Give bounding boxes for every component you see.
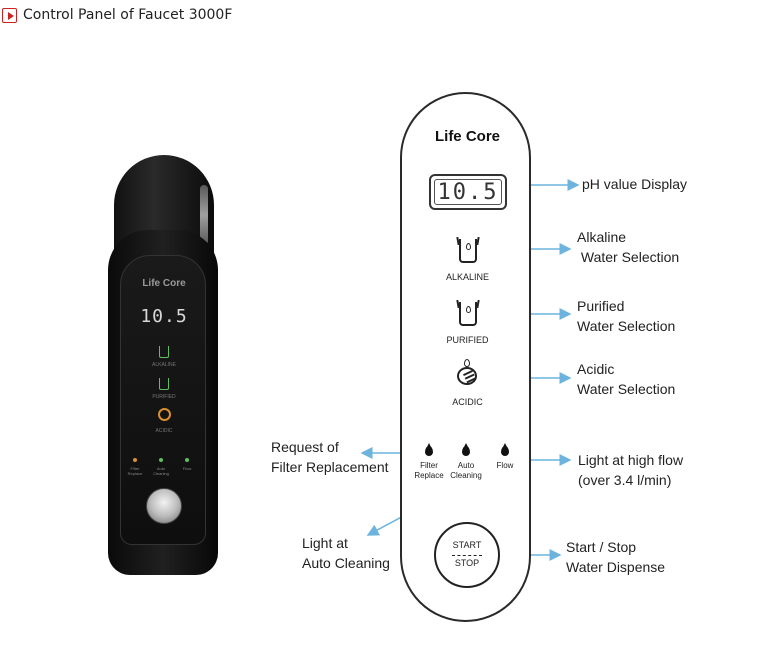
callout-acidic: Acidic Water Selection <box>577 361 676 397</box>
callout-auto-cleaning: Light at Auto Cleaning <box>302 535 390 571</box>
ph-display-value: 10.5 <box>434 179 502 205</box>
page-title: Control Panel of Faucet 3000F <box>23 7 233 23</box>
faucet-alkaline-label: ALKALINE <box>152 362 176 368</box>
start-label: START <box>452 540 482 550</box>
callout-purified: Purified Water Selection <box>577 298 676 334</box>
faucet-auto-light <box>159 458 163 462</box>
faucet-photo: Life Core 10.5 ALKALINE PURIFIED ACIDIC … <box>108 155 218 575</box>
acidic-label: ACIDIC <box>452 397 483 407</box>
control-panel-diagram: Life Core 10.5 ALKALINE PURIFIED ACIDIC … <box>400 92 531 622</box>
callout-filter: Request of Filter Replacement <box>271 439 389 475</box>
faucet-auto-label: Auto Cleaning <box>153 466 169 476</box>
faucet-brand: Life Core <box>142 278 186 289</box>
drop-icon <box>466 306 471 313</box>
faucet-purified-icon <box>159 378 169 390</box>
faucet-purified-label: PURIFIED <box>152 394 176 400</box>
auto-cleaning-drop-icon <box>462 443 470 456</box>
faucet-flow-light <box>185 458 189 462</box>
callout-start-stop: Start / Stop Water Dispense <box>566 539 666 575</box>
faucet-display: 10.5 <box>140 306 188 327</box>
callout-alkaline: Alkaline Water Selection <box>577 229 680 265</box>
alkaline-label: ALKALINE <box>445 272 490 282</box>
ph-display: 10.5 <box>429 174 507 210</box>
callout-high-flow: Light at high flow (over 3.4 l/min) <box>578 452 684 488</box>
hands-icon <box>457 367 477 385</box>
alkaline-cup-icon[interactable] <box>459 239 477 263</box>
start-stop-button[interactable]: START STOP <box>434 522 500 588</box>
faucet-knob <box>146 488 182 524</box>
purified-cup-icon[interactable] <box>459 302 477 326</box>
faucet-filter-label: Filter Replace <box>127 466 143 476</box>
auto-cleaning-label: Auto Cleaning <box>450 461 482 480</box>
flow-label: Flow <box>496 461 514 470</box>
flow-drop-icon <box>501 443 509 456</box>
faucet-alkaline-icon <box>159 346 169 358</box>
faucet-acidic-label: ACIDIC <box>155 428 173 434</box>
page-header: Control Panel of Faucet 3000F <box>2 6 232 24</box>
panel-brand: Life Core <box>434 128 500 145</box>
faucet-acidic-icon <box>158 408 171 421</box>
callout-ph-display: pH value Display <box>582 176 688 192</box>
drop-icon <box>466 243 471 250</box>
divider <box>452 555 482 556</box>
purified-label: PURIFIED <box>446 335 489 345</box>
filter-replace-label: Filter Replace <box>414 461 444 480</box>
faucet-control-panel: Life Core 10.5 ALKALINE PURIFIED ACIDIC … <box>120 255 206 545</box>
stop-label: STOP <box>454 558 480 568</box>
faucet-flow-label: Flow <box>182 466 192 471</box>
filter-replace-drop-icon <box>425 443 433 456</box>
drop-icon <box>464 359 470 367</box>
faucet-filter-light <box>133 458 137 462</box>
acidic-hands-icon[interactable] <box>455 359 481 387</box>
play-icon <box>2 7 17 23</box>
